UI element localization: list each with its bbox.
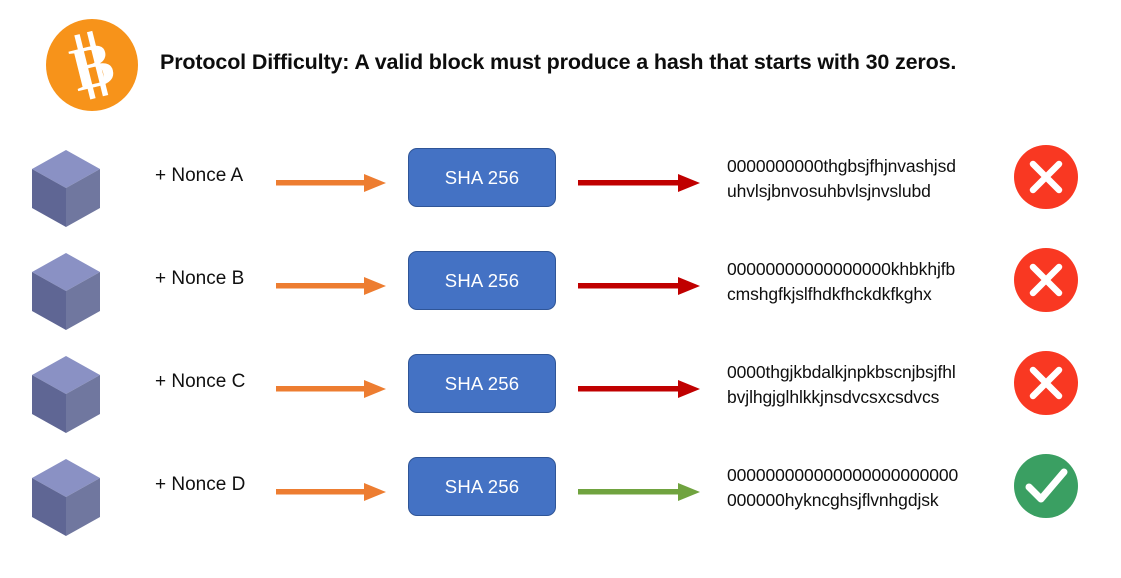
sha256-box[interactable]: SHA 256 bbox=[408, 251, 556, 310]
arrow-right-icon bbox=[276, 480, 386, 504]
mining-attempt-row: + Nonce C SHA 256 0000thgjkbdalkjnpkbscn… bbox=[0, 344, 1121, 448]
arrow-right-icon bbox=[276, 171, 386, 195]
sha256-box[interactable]: SHA 256 bbox=[408, 457, 556, 516]
nonce-label: + Nonce C bbox=[155, 371, 246, 392]
block-cube-icon bbox=[28, 455, 104, 541]
sha256-label: SHA 256 bbox=[444, 475, 520, 497]
arrow-right-icon bbox=[578, 171, 700, 195]
mining-attempt-row: + Nonce D SHA 256 0000000000000000000000… bbox=[0, 447, 1121, 551]
hash-line: bvjlhgjglhlkkjnsdvcsxcsdvcs bbox=[727, 387, 940, 407]
cross-circle-icon bbox=[1012, 349, 1080, 417]
hash-output: 00000000000000000khbkhjfb cmshgfkjslfhdk… bbox=[727, 257, 1012, 307]
sha256-label: SHA 256 bbox=[444, 372, 520, 394]
bitcoin-icon: B bbox=[46, 19, 138, 111]
sha256-label: SHA 256 bbox=[444, 269, 520, 291]
arrow-right-icon bbox=[578, 274, 700, 298]
sha256-label: SHA 256 bbox=[444, 166, 520, 188]
nonce-label: + Nonce B bbox=[155, 268, 245, 289]
block-cube-icon bbox=[28, 249, 104, 335]
sha256-box[interactable]: SHA 256 bbox=[408, 354, 556, 413]
arrow-right-icon bbox=[578, 480, 700, 504]
mining-attempt-row: + Nonce B SHA 256 00000000000000000khbkh… bbox=[0, 241, 1121, 345]
hash-line: 000000hykncghsjflvnhgdjsk bbox=[727, 490, 939, 510]
hash-line: 000000000000000000000000 bbox=[727, 465, 959, 485]
hash-output: 0000000000thgbsjfhjnvashjsd uhvlsjbnvosu… bbox=[727, 154, 1012, 204]
cross-circle-icon bbox=[1012, 143, 1080, 211]
hash-line: 0000thgjkbdalkjnpkbscnjbsjfhl bbox=[727, 362, 956, 382]
hash-output: 0000thgjkbdalkjnpkbscnjbsjfhl bvjlhgjglh… bbox=[727, 360, 1012, 410]
header: B Protocol Difficulty: A valid block mus… bbox=[0, 0, 1121, 130]
mining-attempt-row: + Nonce A SHA 256 0000000000thgbsjfhjnva… bbox=[0, 138, 1121, 242]
check-circle-icon bbox=[1012, 452, 1080, 520]
hash-output: 000000000000000000000000 000000hykncghsj… bbox=[727, 463, 1012, 513]
block-cube-icon bbox=[28, 352, 104, 438]
arrow-right-icon bbox=[276, 377, 386, 401]
hash-line: uhvlsjbnvosuhbvlsjnvslubd bbox=[727, 181, 931, 201]
arrow-right-icon bbox=[276, 274, 386, 298]
cross-circle-icon bbox=[1012, 246, 1080, 314]
hash-line: 00000000000000000khbkhjfb bbox=[727, 259, 956, 279]
nonce-label: + Nonce A bbox=[155, 165, 244, 186]
nonce-label: + Nonce D bbox=[155, 474, 246, 495]
arrow-right-icon bbox=[578, 377, 700, 401]
hash-line: 0000000000thgbsjfhjnvashjsd bbox=[727, 156, 956, 176]
page-title: Protocol Difficulty: A valid block must … bbox=[160, 50, 957, 74]
block-cube-icon bbox=[28, 146, 104, 232]
sha256-box[interactable]: SHA 256 bbox=[408, 148, 556, 207]
hash-line: cmshgfkjslfhdkfhckdkfkghx bbox=[727, 284, 932, 304]
